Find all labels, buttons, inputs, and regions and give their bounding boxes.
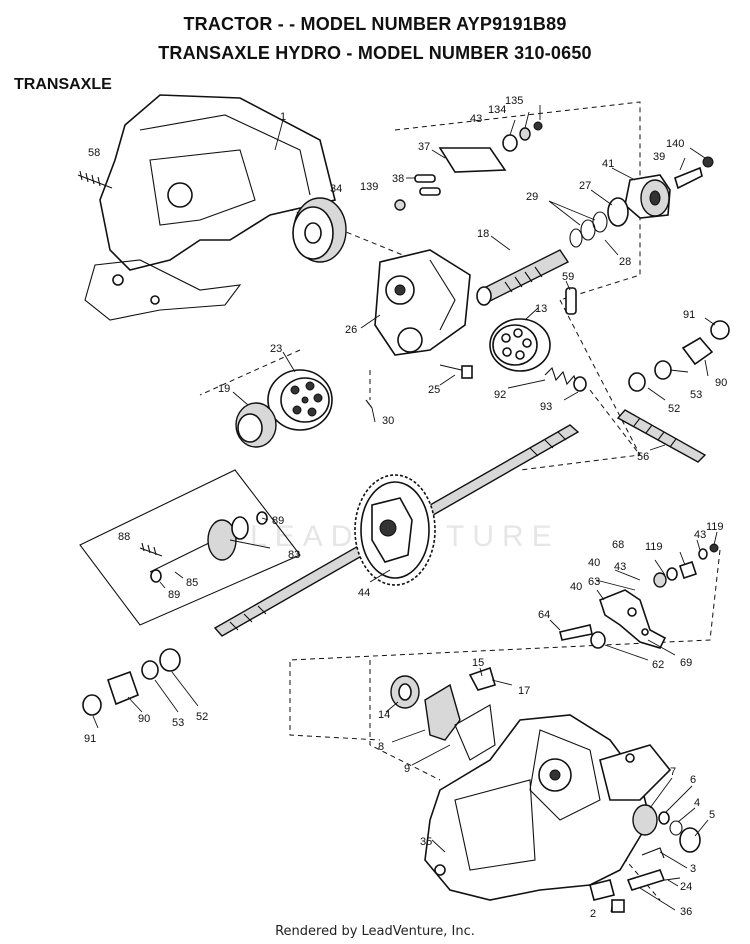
callout-63-upper: 40 [588,557,600,569]
bolt-58-part [77,170,113,189]
callout-19: 19 [218,383,230,395]
callout-91-right: 91 [683,309,695,321]
brake-bracket-62-part [559,543,719,649]
callout-40: 119 [706,521,724,533]
callout-134: 134 [488,104,506,116]
top-small-parts [394,121,543,211]
callout-85: 85 [186,577,198,589]
leader-lines [92,105,718,913]
center-section-26-part [374,249,471,356]
callout-140: 140 [666,138,684,150]
callout-25: 25 [428,384,440,396]
diagram-subtitle: TRANSAXLE HYDRO - MODEL NUMBER 310-0650 [158,43,592,63]
callout-2: 35 [420,836,432,848]
callout-53-left: 53 [172,717,184,729]
footer-credit: Rendered by LeadVenture, Inc. [275,924,475,939]
callout-88: 88 [118,531,130,543]
pump-block-13-part [489,318,551,372]
spring-92-part [544,366,587,392]
callout-89-bottom: 89 [168,589,180,601]
callout-92: 92 [494,389,506,401]
callout-68: 68 [612,539,624,551]
bearing-cap-parts [569,156,714,248]
callout-135: 135 [505,95,523,107]
callout-114: 2 [590,908,596,920]
diagram-title: TRACTOR - - MODEL NUMBER AYP9191B89 [183,14,567,34]
callout-58: 58 [88,147,100,159]
callout-93: 93 [540,401,552,413]
pin-59-part [565,287,577,315]
callout-37: 37 [418,141,430,153]
callout-4: 6 [690,774,696,786]
callout-91-left: 91 [84,733,96,745]
pulley-34-part [292,197,347,263]
callout-17: 15 [472,657,484,669]
callout-13: 13 [535,303,547,315]
callout-14: 17 [518,685,530,697]
callout-numbers: 1 58 34 37 38 139 43 134 135 140 39 41 2… [84,95,727,920]
callout-26: 26 [345,324,357,336]
left-spacer-parts [82,648,181,716]
motor-block-23-part [267,369,333,431]
callout-139: 139 [360,181,378,193]
callout-83: 83 [288,549,300,561]
callout-30: 30 [382,415,394,427]
callout-36: 24 [680,881,692,893]
callout-1: 1 [280,111,286,123]
callout-52-right: 52 [668,403,680,415]
callout-15: 62 [652,659,664,671]
bearing-19-part [235,402,277,448]
callout-35: 36 [680,906,692,918]
callout-52-left: 52 [196,711,208,723]
callout-3: 5 [709,809,715,821]
callout-8: 14 [378,709,390,721]
callout-28: 28 [619,256,631,268]
callout-18: 18 [477,228,489,240]
callout-39: 39 [653,151,665,163]
callout-41: 41 [602,158,614,170]
lower-housing-part [424,714,672,901]
shaft-18-part [476,249,570,306]
callout-59: 59 [562,271,574,283]
callout-63-lower: 40 [570,581,582,593]
right-shaft-parts [616,320,730,463]
ring-gear-44-part [354,474,436,586]
callout-43-mid: 43 [614,561,626,573]
callout-27: 27 [579,180,591,192]
callout-119: 119 [645,541,663,553]
callout-53-right: 53 [690,389,702,401]
callout-64: 63 [588,576,600,588]
brake-parts [390,666,496,761]
callout-62: 69 [680,657,692,669]
upper-housing-part [84,94,336,321]
callout-24: 3 [690,863,696,875]
callout-38: 38 [392,173,404,185]
callout-69: 64 [538,609,550,621]
pin-30-part [365,399,373,409]
callout-5: 4 [694,797,700,809]
callout-7: 9 [404,763,410,775]
callout-29: 29 [526,191,538,203]
bolt-25-part [439,364,473,379]
callout-43-top: 43 [470,113,482,125]
callout-90-left: 90 [138,713,150,725]
callout-34: 34 [330,183,342,195]
callout-90-right: 90 [715,377,727,389]
callout-6: 7 [670,766,676,778]
callout-89-top: 89 [272,515,284,527]
callout-43-right: 43 [694,529,706,541]
callout-23: 23 [270,343,282,355]
callout-44: 44 [358,587,370,599]
callout-56: 56 [637,451,649,463]
callout-9: 8 [378,741,384,753]
section-label: TRANSAXLE [14,76,112,93]
